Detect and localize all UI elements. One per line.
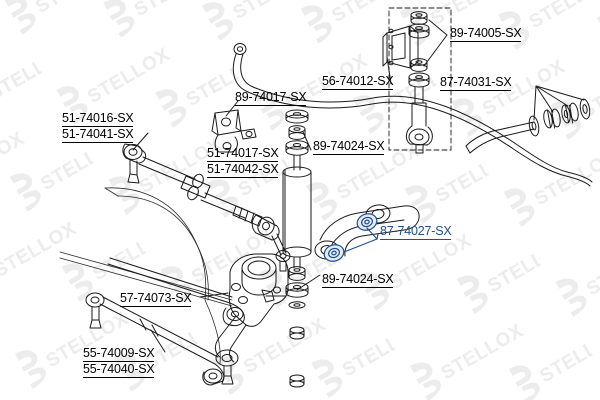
callout-group-tie-rod-inner: 51-74017-SX 51-74042-SX [207, 146, 279, 178]
part-label-87-74031-sx: 87-74031-SX [440, 75, 512, 91]
part-label-55-74040-sx: 55-74040-SX [83, 362, 155, 378]
part-label-87-74027-sx: 87-74027-SX [380, 224, 452, 240]
part-label-56-74012-sx: 56-74012-SX [322, 74, 394, 90]
part-label-51-74016-sx: 51-74016-SX [62, 111, 134, 127]
part-label-89-74024-sx-upper: 89-74024-SX [313, 139, 385, 155]
part-label-89-74017-sx: 89-74017-SX [235, 90, 307, 106]
callout-group-center-link: 55-74009-SX 55-74040-SX [83, 346, 155, 378]
part-label-51-74041-sx: 51-74041-SX [62, 127, 134, 143]
part-label-89-74005-sx: 89-74005-SX [450, 26, 522, 42]
part-label-57-74073-sx: 57-74073-SX [120, 291, 192, 307]
callout-group-tie-rod-outer: 51-74016-SX 51-74041-SX [62, 111, 134, 143]
part-label-51-74017-sx: 51-74017-SX [207, 146, 279, 162]
part-label-51-74042-sx: 51-74042-SX [207, 162, 279, 178]
part-label-89-74024-sx-lower: 89-74024-SX [322, 272, 394, 288]
part-label-55-74009-sx: 55-74009-SX [83, 346, 155, 362]
